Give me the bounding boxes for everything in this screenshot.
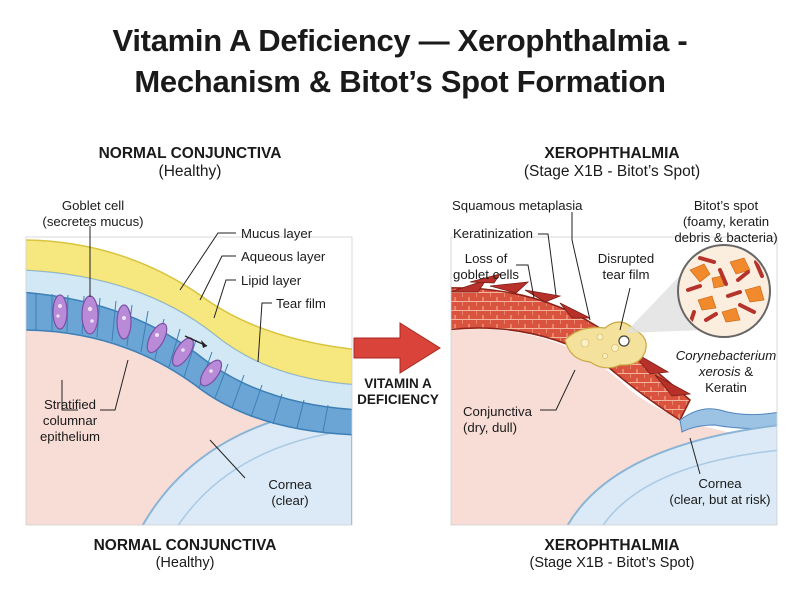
main-title-line-2: Mechanism & Bitot’s Spot Formation <box>134 64 666 99</box>
left-panel-subtitle: (Healthy) <box>158 163 222 180</box>
label-loss-goblet: Loss of goblet cells <box>453 251 519 282</box>
right-panel-bottom-title: XEROPHTHALMIA <box>544 537 680 554</box>
label-cornea-left: Cornea (clear) <box>268 477 312 508</box>
deficiency-arrow <box>353 322 441 374</box>
label-conjunctiva-dry: Conjunctiva (dry, dull) <box>463 404 532 435</box>
normal-conjunctiva-illustration <box>26 237 352 525</box>
left-panel-bottom-title: NORMAL CONJUNCTIVA <box>93 537 277 554</box>
label-cornea-right: Cornea (clear, but at risk) <box>669 476 771 507</box>
right-panel-title: XEROPHTHALMIA <box>544 145 680 162</box>
label-aqueous-layer: Aqueous layer <box>241 249 326 264</box>
main-title-line-1: Vitamin A Deficiency — Xerophthalmia - <box>112 23 688 58</box>
bitots-spot-patch <box>564 321 647 369</box>
label-squamous-metaplasia: Squamous metaplasia <box>452 198 583 213</box>
label-keratinization: Keratinization <box>453 226 533 241</box>
label-disrupted-tear-film: Disrupted tear film <box>597 251 655 282</box>
label-bitots-spot: Bitot’s spot (foamy, keratin debris & ba… <box>674 198 778 245</box>
label-tear-film: Tear film <box>276 296 326 311</box>
epithelium-layer <box>26 291 352 436</box>
left-panel-bottom-subtitle: (Healthy) <box>155 555 215 571</box>
label-lipid-layer: Lipid layer <box>241 273 302 288</box>
label-goblet-cell: Goblet cell (secretes mucus) <box>42 198 144 229</box>
left-panel-title: NORMAL CONJUNCTIVA <box>98 145 282 162</box>
right-panel-subtitle: (Stage X1B - Bitot’s Spot) <box>523 163 701 180</box>
label-epithelium: Stratified columnar epithelium <box>39 397 101 444</box>
keratinized-epithelium <box>451 287 691 422</box>
right-panel-bottom-subtitle: (Stage X1B - Bitot’s Spot) <box>529 555 695 571</box>
arrow-label: VITAMIN A DEFICIENCY <box>357 376 439 407</box>
label-mucus-layer: Mucus layer <box>241 226 313 241</box>
label-bacteria-keratin: Corynebacterium xerosis & Keratin <box>675 348 777 395</box>
